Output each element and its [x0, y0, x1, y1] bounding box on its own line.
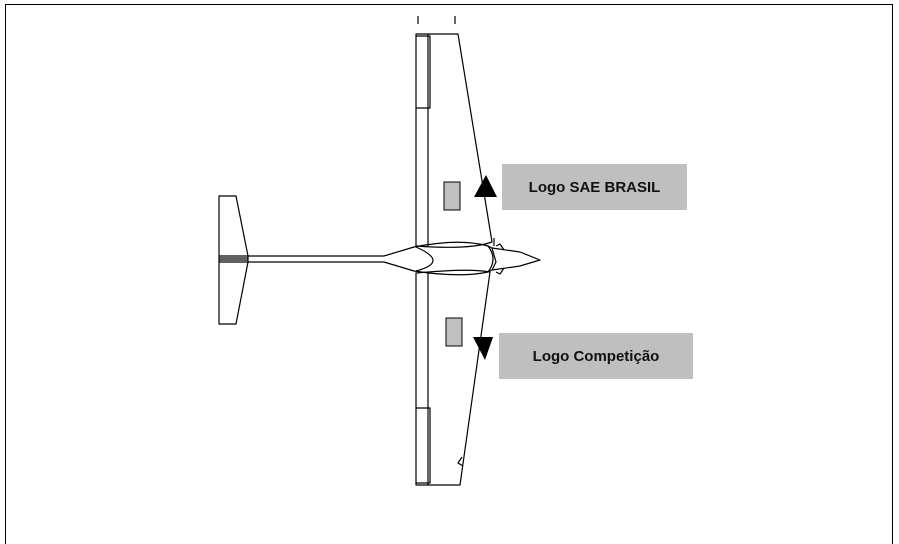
- horizontal-stabilizer: [218, 195, 249, 325]
- figure-frame: [5, 4, 893, 544]
- upper-wing: [415, 33, 495, 248]
- lower-wing: [415, 269, 491, 486]
- nose-cone: [491, 243, 541, 275]
- competition-callout: Logo Competição: [499, 333, 693, 379]
- competition-arrow-icon: [473, 337, 493, 360]
- sae-logo-patch: [443, 181, 461, 211]
- sae-brasil-callout: Logo SAE BRASIL: [502, 164, 687, 210]
- fuselage: [248, 241, 497, 276]
- reference-ticks: [417, 16, 456, 24]
- sae-arrow-icon: [474, 175, 497, 197]
- competition-logo-patch: [445, 317, 463, 347]
